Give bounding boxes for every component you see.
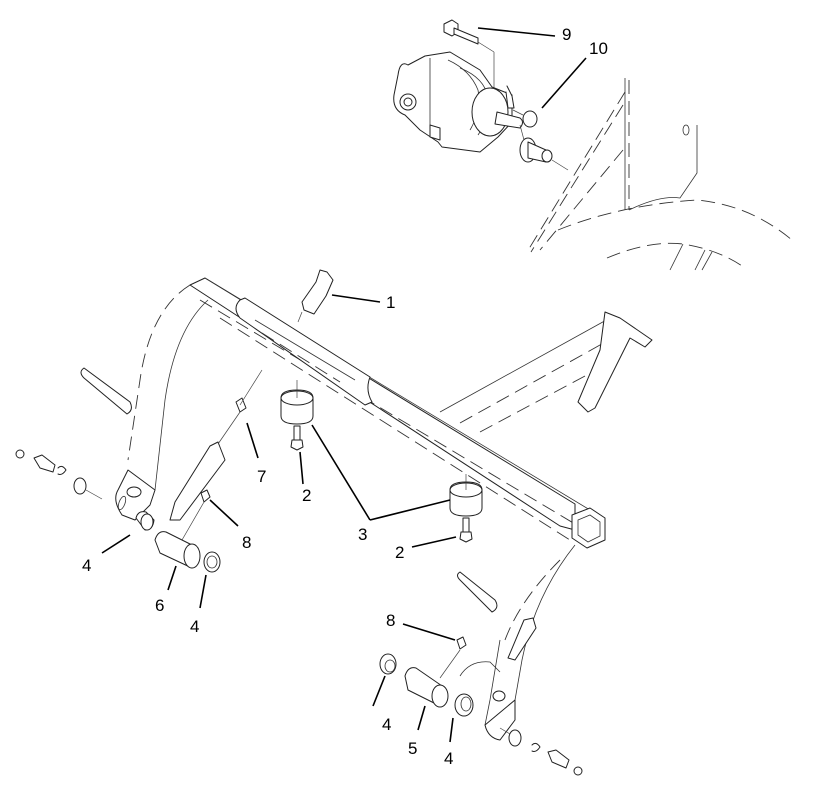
callout-6: 6 (155, 596, 165, 615)
part-2-screw-lower (459, 517, 473, 543)
callout-8: 8 (242, 533, 252, 552)
chassis-frame-outline (526, 78, 793, 271)
part-3-isolator-upper (280, 380, 314, 425)
pump-assembly (393, 19, 569, 171)
callout-4: 4 (382, 715, 392, 734)
callout-3: 3 (358, 525, 368, 544)
callout-2: 2 (395, 543, 405, 562)
callout-2: 2 (302, 486, 312, 505)
callout-7: 7 (257, 467, 267, 486)
callout-1: 1 (386, 293, 396, 312)
callout-4: 4 (444, 749, 454, 768)
right-hardware (379, 636, 583, 776)
leader-lines (101, 27, 587, 743)
part-2-screw-upper (290, 425, 304, 451)
callout-4: 4 (190, 617, 200, 636)
callout-10: 10 (589, 39, 608, 58)
callout-5: 5 (408, 739, 418, 758)
left-hardware (15, 369, 263, 573)
callout-9: 9 (562, 25, 572, 44)
callout-4: 4 (82, 556, 92, 575)
pedal-frame (80, 277, 653, 741)
part-1-switch (297, 269, 334, 323)
callout-8: 8 (386, 611, 396, 630)
part-3-isolator-lower (449, 474, 483, 517)
